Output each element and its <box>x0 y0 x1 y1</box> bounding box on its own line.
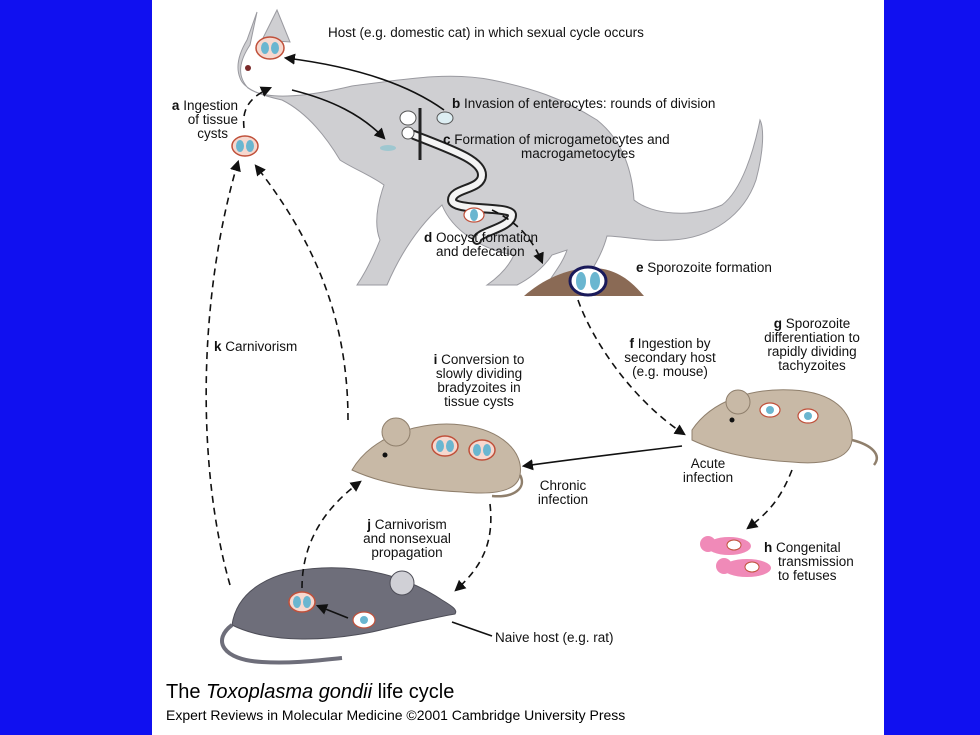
label-b: b Invasion of enterocytes: rounds of div… <box>452 96 715 111</box>
label-a-letter: a <box>172 98 180 113</box>
label-g: g Sporozoite differentiation to rapidly … <box>764 316 860 373</box>
label-b-letter: b <box>452 96 460 111</box>
label-host: Host (e.g. domestic cat) in which sexual… <box>328 25 644 40</box>
label-a-line2: of tissue <box>188 112 238 127</box>
rat-host-illustration <box>220 567 457 665</box>
label-g-line1: Sporozoite <box>786 316 851 331</box>
label-b-text: Invasion of enterocytes: rounds of divis… <box>464 96 715 111</box>
label-d-letter: d <box>424 230 432 245</box>
label-h-line1: Congenital <box>776 540 841 555</box>
label-g-letter: g <box>774 316 782 331</box>
label-f-line1: Ingestion by <box>638 336 711 351</box>
label-f-line3: (e.g. mouse) <box>632 364 708 379</box>
label-k-letter: k <box>214 339 222 354</box>
label-j-line1: Carnivorism <box>375 517 447 532</box>
label-g-line4: tachyzoites <box>778 358 846 373</box>
label-h-line2: transmission <box>778 554 854 569</box>
chronic-mouse-illustration <box>351 417 523 498</box>
label-a: a Ingestion of tissue cysts <box>172 98 238 141</box>
label-c-letter: c <box>443 132 451 147</box>
figure-title: The Toxoplasma gondii life cycle <box>166 681 454 703</box>
label-e-text: Sporozoite formation <box>647 260 772 275</box>
label-acute-line1: Acute <box>691 456 726 471</box>
label-e: e Sporozoite formation <box>636 260 772 275</box>
label-f: f Ingestion by secondary host (e.g. mous… <box>624 336 716 379</box>
label-k-text: Carnivorism <box>225 339 297 354</box>
label-j: j Carnivorism and nonsexual propagation <box>363 517 451 560</box>
fetus-illustration <box>700 536 771 577</box>
label-naive-host: Naive host (e.g. rat) <box>495 630 614 645</box>
title-prefix: The <box>166 681 206 703</box>
title-suffix: life cycle <box>372 681 454 703</box>
label-i-letter: i <box>434 352 438 367</box>
label-g-line2: differentiation to <box>764 330 860 345</box>
svg-text:h Congenital: h Congenital <box>764 540 841 555</box>
label-c-line2: macrogametocytes <box>521 146 635 161</box>
cycle-arrows <box>205 53 793 637</box>
label-i: i Conversion to slowly dividing bradyzoi… <box>434 352 525 409</box>
label-h-letter: h <box>764 540 772 555</box>
soil-oocyst-illustration <box>524 265 644 297</box>
label-k: k Carnivorism <box>214 339 297 354</box>
label-chronic: Chronic infection <box>538 478 588 507</box>
label-acute: Acute infection <box>683 456 733 485</box>
label-chronic-line1: Chronic <box>540 478 587 493</box>
label-a-line3: cysts <box>197 126 228 141</box>
svg-text:g Sporozoite: g Sporozoite <box>774 316 851 331</box>
figure-credit: Expert Reviews in Molecular Medicine ©20… <box>166 707 625 723</box>
title-italic: Toxoplasma gondii <box>206 681 373 703</box>
label-i-line1: Conversion to <box>441 352 524 367</box>
label-a-line1: Ingestion <box>183 98 238 113</box>
cat-host-illustration <box>237 8 764 286</box>
label-d-line2: and defecation <box>436 244 525 259</box>
label-f-letter: f <box>629 336 634 351</box>
label-i-line2: slowly dividing <box>436 366 522 381</box>
label-j-line3: propagation <box>371 545 442 560</box>
label-d: d Oocyst formation and defecation <box>424 230 538 259</box>
svg-text:d Oocyst formation: d Oocyst formation <box>424 230 538 245</box>
slide-panel: Host (e.g. domestic cat) in which sexual… <box>152 0 884 735</box>
cat-brain-cyst <box>255 36 285 60</box>
label-c-line1: Formation of microgametocytes and <box>454 132 669 147</box>
svg-text:f Ingestion by: f Ingestion by <box>629 336 710 351</box>
svg-text:i Conversion to: i Conversion to <box>434 352 525 367</box>
toxoplasma-life-cycle-diagram: Host (e.g. domestic cat) in which sexual… <box>166 8 878 723</box>
svg-text:j Carnivorism: j Carnivorism <box>366 517 447 532</box>
label-j-letter: j <box>366 517 371 532</box>
label-c: c Formation of microgametocytes and macr… <box>443 132 670 161</box>
label-e-letter: e <box>636 260 644 275</box>
label-f-line2: secondary host <box>624 350 716 365</box>
label-j-line2: and nonsexual <box>363 531 451 546</box>
label-chronic-line2: infection <box>538 492 588 507</box>
svg-text:a Ingestion: a Ingestion <box>172 98 238 113</box>
label-i-line4: tissue cysts <box>444 394 514 409</box>
svg-text:c Formation of microgametocyte: c Formation of microgametocytes and <box>443 132 670 147</box>
label-h-line3: to fetuses <box>778 568 837 583</box>
ingested-cyst <box>231 135 259 157</box>
label-acute-line2: infection <box>683 470 733 485</box>
label-d-line1: Oocyst formation <box>436 230 538 245</box>
label-g-line3: rapidly dividing <box>767 344 856 359</box>
label-h: h Congenital transmission to fetuses <box>764 540 854 583</box>
label-i-line3: bradyzoites in <box>437 380 520 395</box>
acute-mouse-illustration <box>691 389 878 466</box>
